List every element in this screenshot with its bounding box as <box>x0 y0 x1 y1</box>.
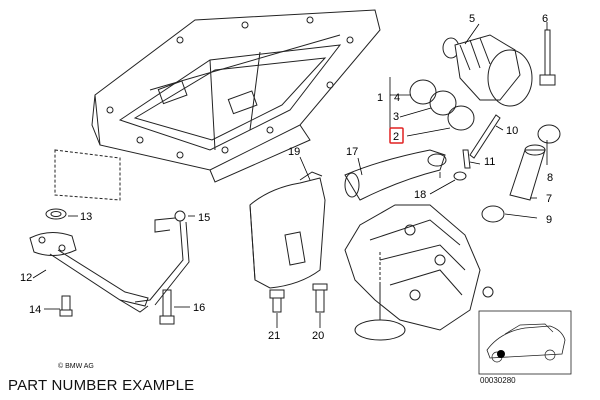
bolt-6 <box>539 29 556 86</box>
oil-pump-illustration <box>344 204 494 341</box>
callout-1: 1 <box>377 92 383 104</box>
bolt-21 <box>269 289 285 313</box>
oil-pan-illustration <box>91 9 381 183</box>
callout-13: 13 <box>80 211 92 223</box>
callout-20: 20 <box>312 330 324 342</box>
o-ring-3 <box>429 90 457 116</box>
leader-lines <box>32 22 548 328</box>
vehicle-locator-inset <box>478 310 572 375</box>
bolt-20 <box>312 283 328 313</box>
callout-2: 2 <box>393 131 399 143</box>
bolt-14 <box>59 295 73 317</box>
callout-6: 6 <box>542 13 548 25</box>
callout-18: 18 <box>414 189 426 201</box>
seal-8 <box>537 124 561 144</box>
bolt-16 <box>159 289 175 325</box>
callout-10: 10 <box>506 125 518 137</box>
callout-14: 14 <box>29 304 41 316</box>
sleeve-11 <box>462 149 471 169</box>
callout-16: 16 <box>193 302 205 314</box>
callout-7: 7 <box>546 193 552 205</box>
callout-11: 11 <box>484 156 495 168</box>
callout-labels: 1 4 3 2 5 6 10 11 8 7 9 19 17 18 13 15 1… <box>20 13 553 342</box>
callout-21: 21 <box>268 330 280 342</box>
oil-pipe-12 <box>29 232 149 313</box>
seal-18 <box>453 171 467 181</box>
callout-2-highlight-box <box>389 127 404 144</box>
callout-5: 5 <box>469 13 475 25</box>
bracket-15 <box>134 210 190 306</box>
location-marker-icon <box>497 350 505 358</box>
cover-19 <box>249 171 326 289</box>
pump-housing-illustration <box>454 34 533 107</box>
seal-9 <box>481 205 505 223</box>
pipe-17 <box>344 149 447 201</box>
callout-3: 3 <box>393 111 399 123</box>
callout-17: 17 <box>346 146 358 158</box>
callout-12: 12 <box>20 272 32 284</box>
tube-7 <box>509 144 546 201</box>
image-code: 00030280 <box>480 376 516 385</box>
rod-10 <box>469 114 501 159</box>
o-ring-4 <box>409 79 437 105</box>
callout-9: 9 <box>546 214 552 226</box>
callout-8: 8 <box>547 172 553 184</box>
callout-4: 4 <box>394 92 400 104</box>
page-title: PART NUMBER EXAMPLE <box>8 377 195 394</box>
callout-15: 15 <box>198 212 210 224</box>
seal-ring-13 <box>45 208 67 220</box>
copyright-notice: © BMW AG <box>58 363 94 370</box>
callout-19: 19 <box>288 146 300 158</box>
o-ring-2 <box>447 105 475 131</box>
